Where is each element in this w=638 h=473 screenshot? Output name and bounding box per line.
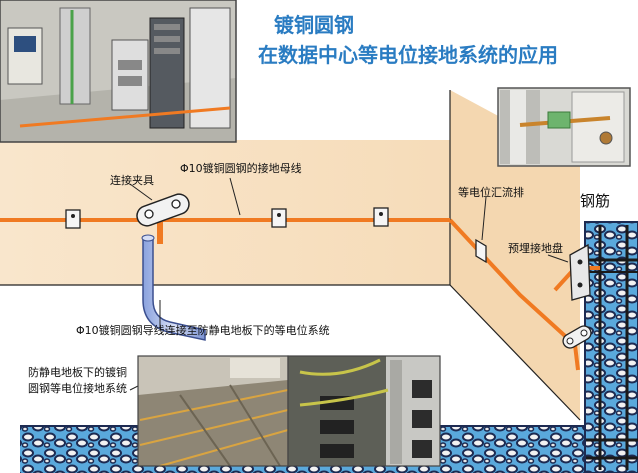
title-line-1: 镀铜圆钢: [274, 13, 354, 37]
cable-connection-photo: [288, 356, 440, 466]
label-conductor-note: Φ10镀铜圆钢导线连接至防静电地板下的等电位系统: [76, 323, 330, 337]
server-cabinet-photo: [0, 0, 236, 142]
title-line-2: 在数据中心等电位接地系统的应用: [258, 43, 558, 67]
wall-clip: [272, 209, 286, 227]
wall-clamp-photo: [498, 88, 630, 166]
label-floor-note-1: 防静电地板下的镀铜: [28, 365, 127, 379]
label-embedded-plate: 预埋接地盘: [508, 241, 563, 255]
label-floor-note-2: 圆钢等电位接地系统: [28, 381, 127, 395]
label-clamp: 连接夹具: [110, 174, 154, 187]
embedded-plate: [570, 245, 590, 300]
label-busbar: Φ10镀铜圆钢的接地母线: [180, 161, 302, 175]
wall-clip: [66, 210, 80, 228]
raised-floor-photo: [138, 356, 288, 466]
label-equipotential-bar: 等电位汇流排: [458, 185, 524, 199]
wall-clip: [374, 208, 388, 226]
label-rebar: 钢筋: [580, 192, 610, 210]
